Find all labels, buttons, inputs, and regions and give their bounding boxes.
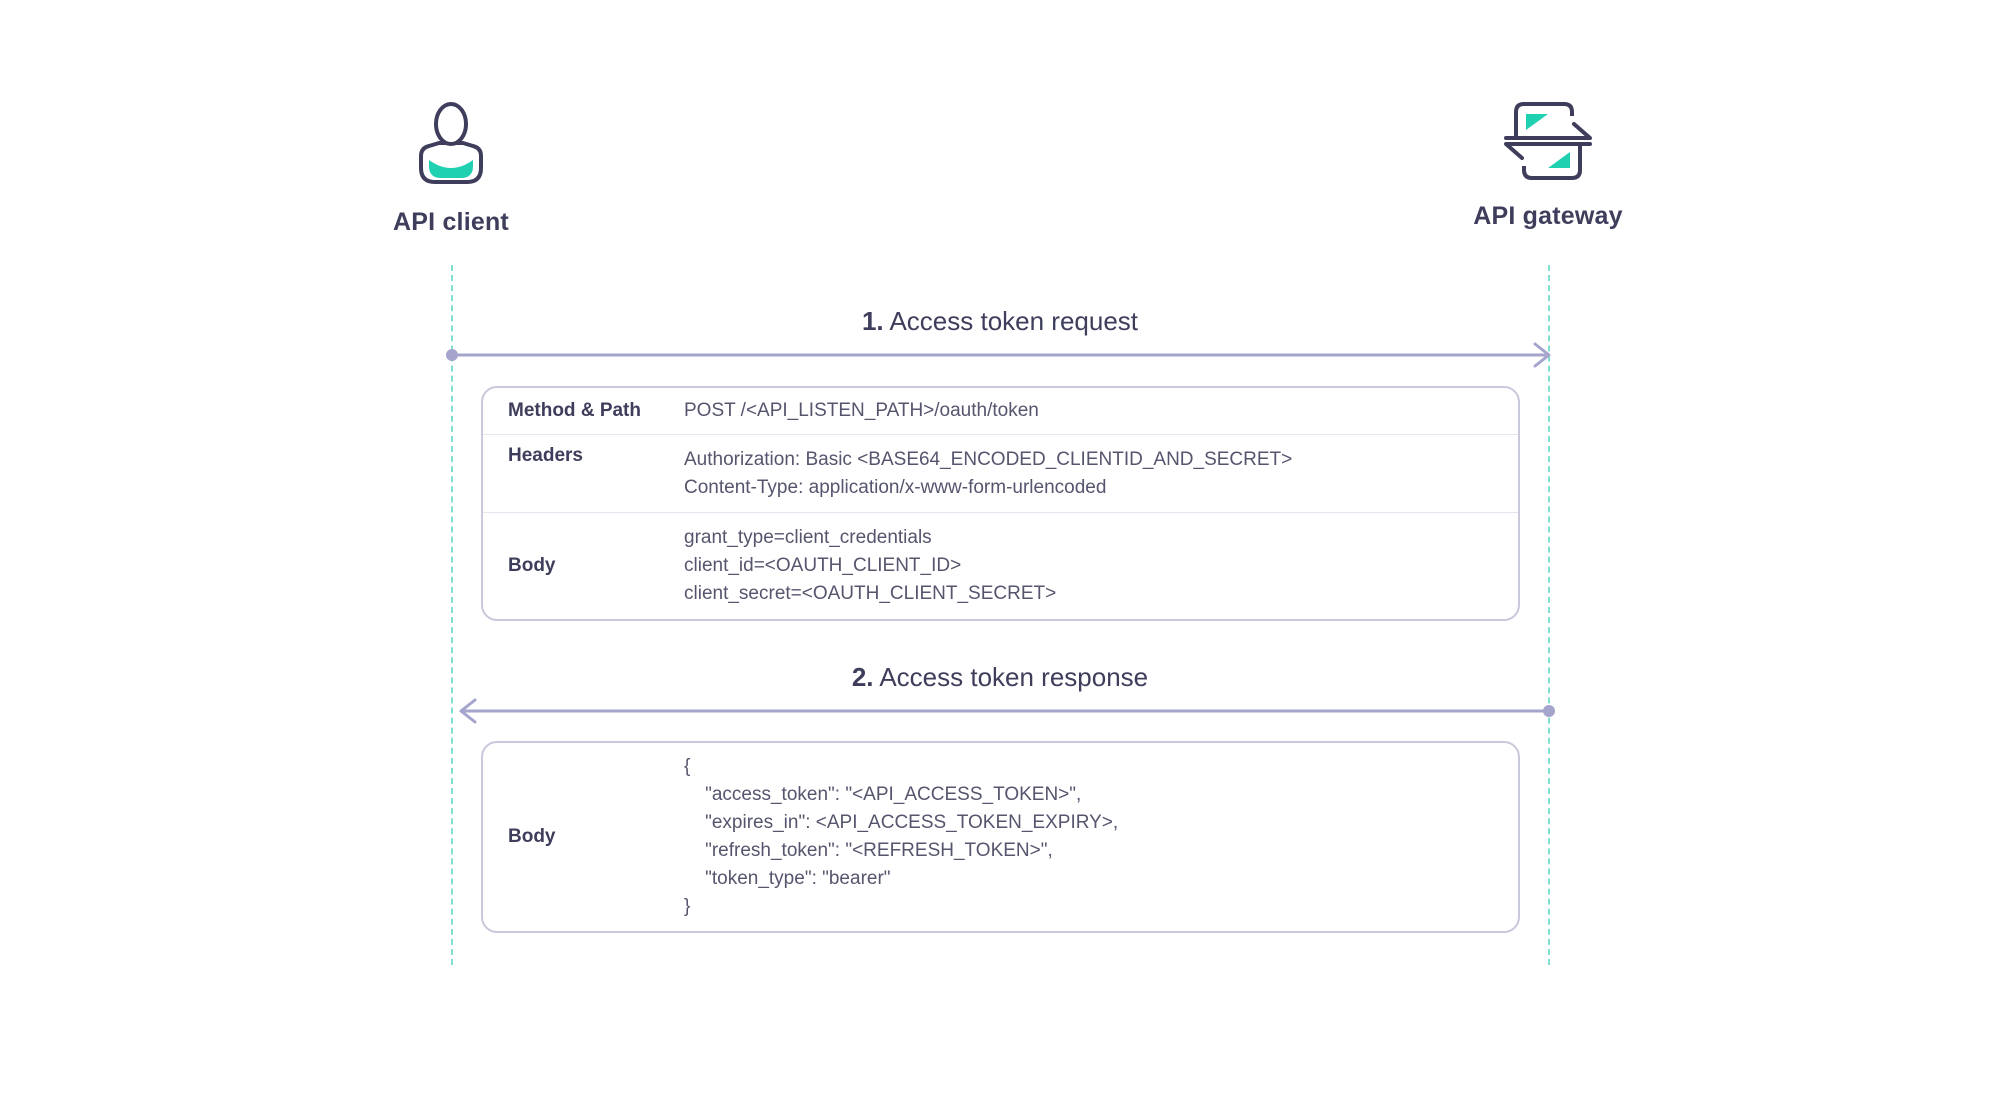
value-line: } — [684, 896, 691, 917]
value-line: grant_type=client_credentials — [684, 527, 932, 548]
actor-api-client: API client — [331, 100, 571, 237]
row-key: Method & Path — [508, 400, 641, 421]
value-line: "access_token": "<API_ACCESS_TOKEN>", — [684, 784, 1082, 805]
actor-api-gateway: API gateway — [1428, 100, 1668, 231]
request-row-headers: Headers Authorization: Basic <BASE64_ENC… — [483, 435, 1518, 513]
actor-name-gateway: API gateway — [1473, 202, 1623, 230]
lifeline-gateway — [1548, 265, 1550, 965]
response-row-body: Body { "access_token": "<API_ACCESS_TOKE… — [483, 743, 1518, 931]
value-line: { — [684, 756, 691, 777]
response-title: Access token response — [879, 662, 1149, 692]
row-value: { "access_token": "<API_ACCESS_TOKEN>", … — [684, 753, 1118, 921]
row-key: Body — [508, 826, 556, 847]
row-key: Headers — [508, 445, 583, 466]
value-line: client_id=<OAUTH_CLIENT_ID> — [684, 555, 962, 576]
lifeline-client — [451, 265, 453, 965]
row-value: Authorization: Basic <BASE64_ENCODED_CLI… — [684, 446, 1292, 502]
response-number: 2. — [851, 662, 874, 692]
response-label: 2. Access token response — [452, 662, 1548, 693]
row-key: Body — [508, 555, 556, 576]
value-line: POST /<API_LISTEN_PATH>/oauth/token — [684, 400, 1039, 421]
value-line: Authorization: Basic <BASE64_ENCODED_CLI… — [684, 448, 1293, 470]
request-box: Method & Path POST /<API_LISTEN_PATH>/oa… — [481, 386, 1520, 621]
value-line: "refresh_token": "<REFRESH_TOKEN>", — [684, 840, 1053, 861]
value-line: client_secret=<OAUTH_CLIENT_SECRET> — [684, 583, 1057, 604]
request-title: Access token request — [889, 306, 1139, 336]
value-line: "expires_in": <API_ACCESS_TOKEN_EXPIRY>, — [684, 812, 1119, 833]
row-value: grant_type=client_credentials client_id=… — [684, 524, 1056, 608]
request-label: 1. Access token request — [452, 306, 1548, 337]
value-line: "token_type": "bearer" — [684, 868, 891, 889]
response-arrow — [459, 698, 1555, 724]
request-arrow — [446, 342, 1551, 368]
request-row-body: Body grant_type=client_credentials clien… — [483, 513, 1518, 619]
request-number: 1. — [861, 306, 884, 336]
actor-name-client: API client — [393, 208, 509, 236]
gateway-icon — [1504, 102, 1592, 180]
value-line: Content-Type: application/x-www-form-url… — [684, 476, 1107, 498]
user-icon — [419, 102, 483, 184]
request-row-method-path: Method & Path POST /<API_LISTEN_PATH>/oa… — [483, 388, 1518, 435]
response-box: Body { "access_token": "<API_ACCESS_TOKE… — [481, 741, 1520, 933]
row-value: POST /<API_LISTEN_PATH>/oauth/token — [684, 397, 1039, 425]
